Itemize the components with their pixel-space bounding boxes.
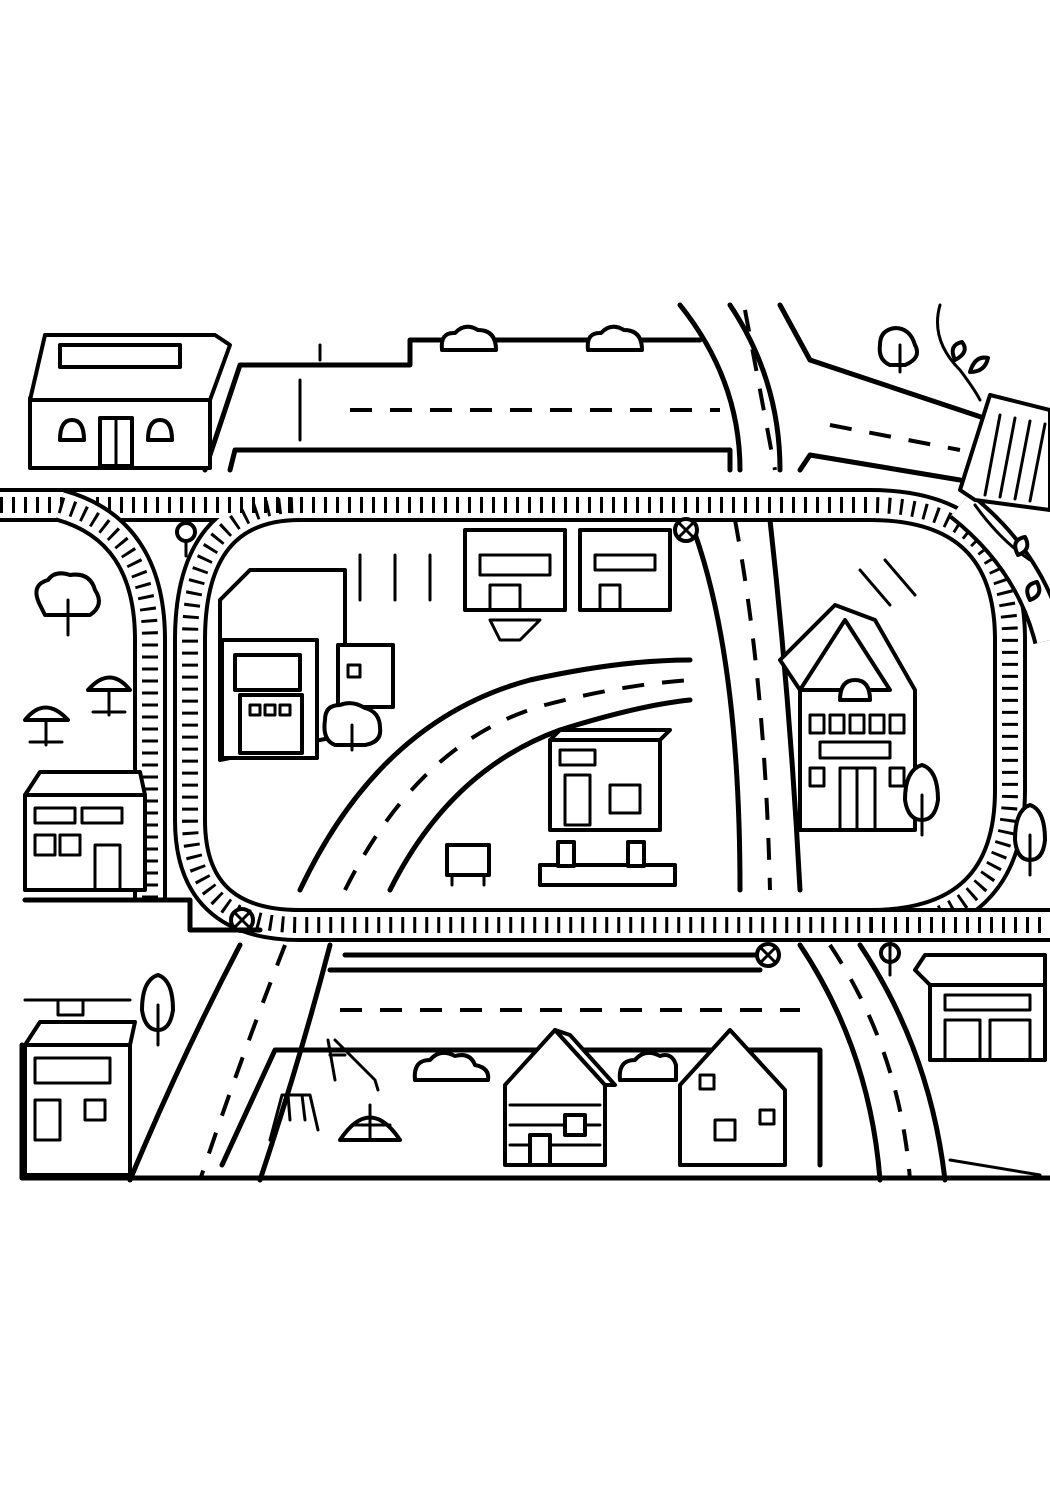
corner-store	[23, 770, 147, 892]
railroad-crossing-icon	[175, 517, 901, 977]
gas-pump-icon	[538, 840, 677, 887]
bottom-left-building	[23, 998, 137, 1177]
bottom-right-building	[913, 953, 1047, 1062]
playground	[268, 1038, 402, 1142]
bridge	[958, 393, 1050, 512]
town-hall	[778, 603, 917, 832]
bench-icon	[445, 843, 491, 887]
shops	[463, 528, 672, 642]
houses	[503, 1028, 787, 1167]
trees	[23, 326, 1047, 1047]
slide-icon	[326, 1038, 380, 1092]
train-station	[28, 333, 232, 470]
tree-icon	[140, 973, 175, 1047]
vine-decoration	[936, 303, 1042, 602]
railway-track	[0, 488, 1050, 942]
bushes	[412, 324, 678, 1082]
tree-icon	[1013, 803, 1047, 877]
parking-lots	[22, 343, 917, 1002]
road-network	[127, 302, 993, 1183]
climbing-dome-icon	[338, 1103, 402, 1142]
drawing-frame	[19, 1042, 1050, 1181]
swing-icon	[268, 1093, 320, 1142]
tree-icon	[322, 701, 383, 752]
tree-icon	[877, 326, 919, 374]
gas-station	[445, 728, 677, 887]
bell-icon	[58, 418, 174, 442]
tree-icon	[903, 763, 940, 837]
fire-station	[218, 568, 395, 762]
tree-icon	[34, 571, 101, 637]
